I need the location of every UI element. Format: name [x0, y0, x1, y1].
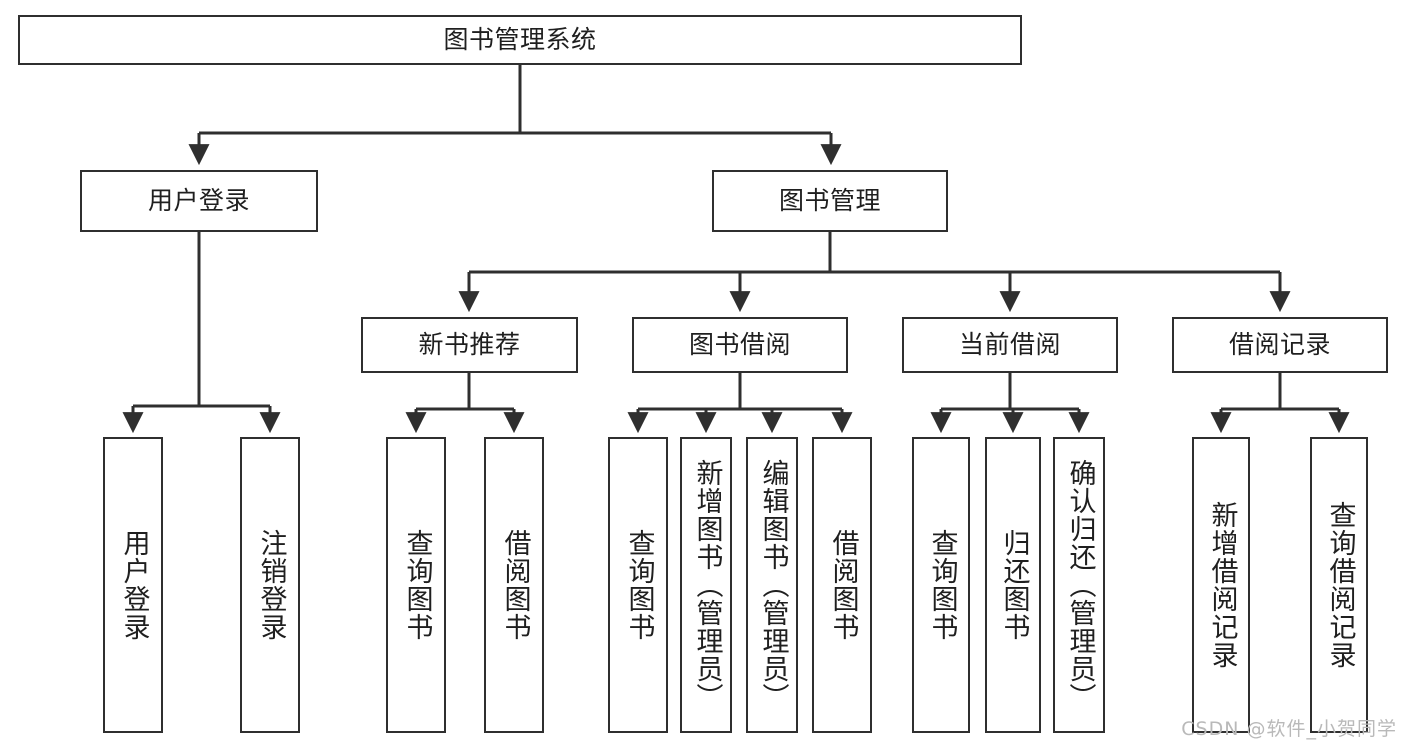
node-leaf-user-login[interactable]: 用户登录	[103, 437, 163, 733]
node-leaf-borrow-book[interactable]: 借阅图书	[812, 437, 872, 733]
node-label: 新增借阅记录	[1206, 501, 1238, 669]
node-leaf-borrow-book-recommend[interactable]: 借阅图书	[484, 437, 544, 733]
node-label: 注销登录	[255, 529, 287, 641]
node-label: 当前借阅	[958, 330, 1061, 360]
node-label: 查询图书	[401, 529, 433, 641]
node-leaf-query-borrow-record[interactable]: 查询借阅记录	[1310, 437, 1368, 733]
node-leaf-query-book-recommend[interactable]: 查询图书	[386, 437, 446, 733]
node-label: 用户登录	[147, 186, 250, 216]
node-leaf-edit-book-admin[interactable]: 编辑图书（管理员）	[746, 437, 798, 733]
node-label: 图书借阅	[688, 330, 791, 360]
node-leaf-return-book[interactable]: 归还图书	[985, 437, 1041, 733]
node-label: 查询图书	[623, 529, 655, 641]
node-label: 归还图书	[998, 529, 1030, 641]
csdn-watermark: CSDN @软件_小贺同学	[1181, 718, 1397, 740]
node-leaf-add-book-admin[interactable]: 新增图书（管理员）	[680, 437, 732, 733]
node-label: 确认归还（管理员）	[1064, 459, 1096, 711]
node-label: 图书管理	[778, 186, 881, 216]
node-label: 借阅记录	[1228, 330, 1331, 360]
node-label: 用户登录	[118, 529, 150, 641]
node-label: 新增图书（管理员）	[691, 459, 723, 711]
node-leaf-query-book-borrow[interactable]: 查询图书	[608, 437, 668, 733]
node-label: 查询图书	[926, 529, 958, 641]
node-current-borrow[interactable]: 当前借阅	[902, 317, 1118, 373]
node-leaf-add-borrow-record[interactable]: 新增借阅记录	[1192, 437, 1250, 733]
node-borrow-record[interactable]: 借阅记录	[1172, 317, 1388, 373]
node-book-borrow[interactable]: 图书借阅	[632, 317, 848, 373]
node-label: 借阅图书	[827, 529, 859, 641]
node-leaf-confirm-return-admin[interactable]: 确认归还（管理员）	[1053, 437, 1105, 733]
node-label: 编辑图书（管理员）	[757, 459, 789, 711]
node-book-manage[interactable]: 图书管理	[712, 170, 948, 232]
node-label: 新书推荐	[418, 330, 521, 360]
node-leaf-user-logout[interactable]: 注销登录	[240, 437, 300, 733]
node-new-book-recommend[interactable]: 新书推荐	[361, 317, 578, 373]
node-user-login[interactable]: 用户登录	[80, 170, 318, 232]
node-root-system[interactable]: 图书管理系统	[18, 15, 1022, 65]
node-label: 借阅图书	[499, 529, 531, 641]
node-leaf-query-book-current[interactable]: 查询图书	[912, 437, 970, 733]
node-label: 查询借阅记录	[1324, 501, 1356, 669]
node-label: 图书管理系统	[443, 25, 597, 55]
